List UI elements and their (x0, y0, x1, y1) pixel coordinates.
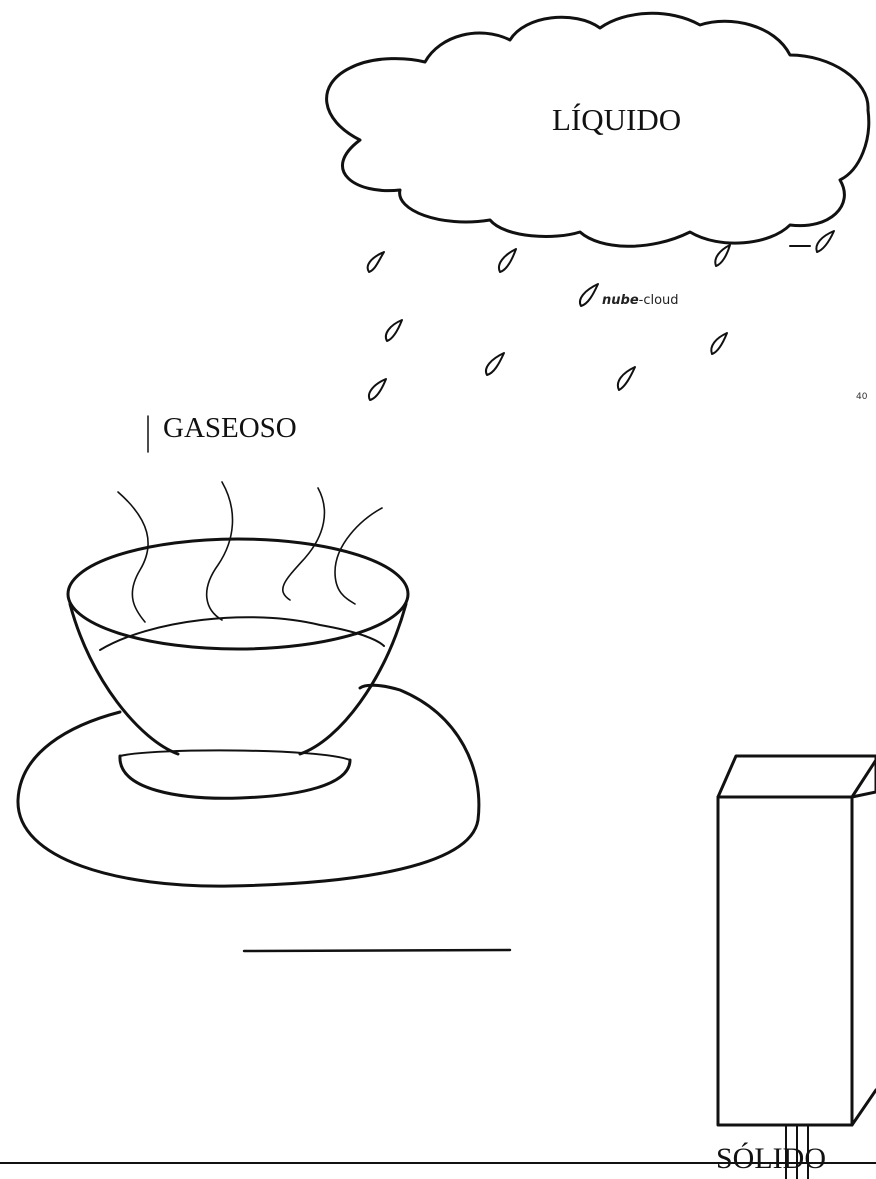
liquid-label: LÍQUIDO (552, 102, 681, 138)
ruled-line (244, 950, 510, 951)
popsicle-drawing (718, 756, 876, 1179)
solid-label: SÓLIDO (716, 1142, 826, 1176)
gas-label: GASEOSO (163, 412, 297, 445)
caption-translation: -cloud (639, 293, 679, 308)
cloud-caption: nube-cloud (602, 293, 679, 308)
rain-drops (368, 231, 834, 400)
bowl-drawing (68, 539, 408, 798)
caption-word: nube (602, 293, 639, 308)
saucer-drawing (18, 685, 479, 886)
page-number: 40 (856, 392, 867, 402)
